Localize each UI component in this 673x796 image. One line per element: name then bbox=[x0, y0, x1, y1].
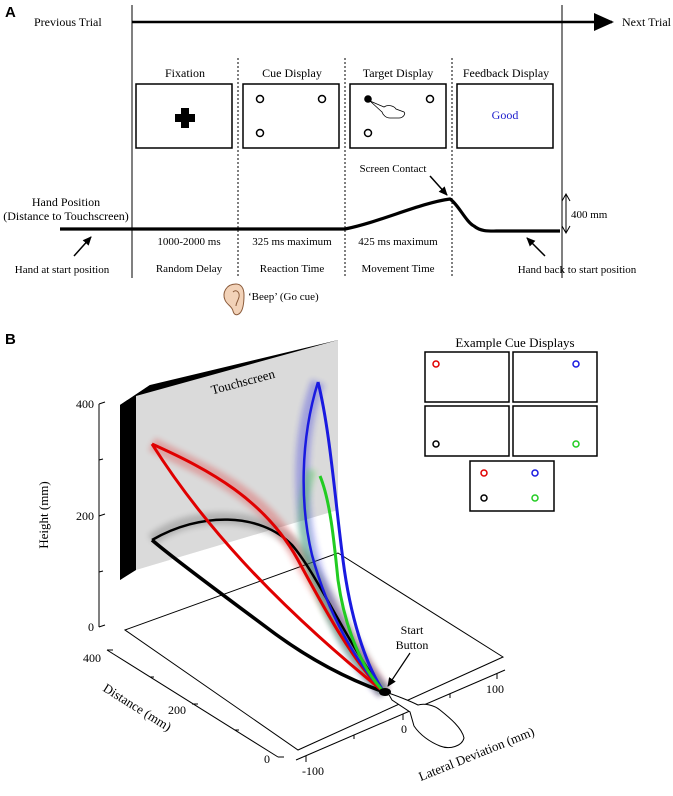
pointing-hand-icon bbox=[369, 100, 406, 119]
mean-trajectories bbox=[150, 381, 386, 694]
lateral-axis bbox=[295, 669, 506, 761]
trajectory-black bbox=[151, 518, 386, 693]
start-button-label: Start bbox=[401, 623, 424, 637]
panel-b-label: B bbox=[5, 331, 16, 348]
timeline-arrowhead-icon bbox=[594, 13, 614, 31]
pointing-hand-icon bbox=[386, 692, 465, 749]
cue-red-icon bbox=[480, 469, 488, 477]
ear-icon bbox=[223, 283, 245, 316]
cue-circle-icon bbox=[255, 94, 265, 104]
hand-position-label: Hand Position bbox=[32, 195, 100, 209]
floor-plane bbox=[123, 552, 505, 751]
trajectory-blue-path bbox=[302, 381, 385, 693]
cue-black-icon bbox=[432, 440, 440, 448]
cue-circle-icon bbox=[425, 94, 435, 104]
hand-position-sublabel: (Distance to Touchscreen) bbox=[3, 209, 129, 223]
panel-a-label: A bbox=[5, 4, 16, 21]
height-tick: 200 bbox=[76, 509, 94, 523]
hand-start-arrow bbox=[73, 236, 92, 257]
trajectory-green bbox=[318, 475, 386, 694]
hand-start-label: Hand at start position bbox=[15, 264, 110, 276]
cue-circle-icon bbox=[317, 94, 327, 104]
ear-inner-icon bbox=[232, 290, 240, 307]
panel-b: B 400 200 0 Height (mm) 400 200 0 Distan… bbox=[5, 331, 598, 784]
start-button-arrow bbox=[387, 652, 411, 687]
hand-back-label: Hand back to start position bbox=[518, 264, 637, 276]
screen-contact-label: Screen Contact bbox=[360, 163, 427, 175]
cue-circle-icon bbox=[255, 128, 265, 138]
distance-tick: 0 bbox=[264, 752, 270, 766]
feedback-display bbox=[456, 83, 554, 149]
hand-back-arrow bbox=[526, 237, 546, 257]
touchscreen-frame bbox=[120, 396, 136, 580]
lateral-tick: 100 bbox=[486, 682, 504, 696]
phase-title-fixation: Fixation bbox=[165, 66, 205, 80]
trajectory-red-ground bbox=[150, 443, 385, 694]
phase-title-target: Target Display bbox=[363, 66, 434, 80]
next-trial-label: Next Trial bbox=[622, 15, 672, 29]
cue-circle-icon bbox=[363, 128, 373, 138]
height-tick: 400 bbox=[76, 397, 94, 411]
trajectory-red bbox=[151, 442, 386, 694]
trajectory-blue bbox=[316, 381, 386, 693]
fixation-cross-icon bbox=[175, 108, 195, 128]
target-dot-icon bbox=[364, 95, 372, 103]
scale-arrow-up-icon bbox=[561, 192, 571, 202]
height-axis-label: Height (mm) bbox=[36, 481, 51, 549]
example-cue-displays bbox=[424, 351, 598, 512]
beep-label: ‘Beep’ (Go cue) bbox=[248, 291, 319, 303]
cue-green-icon bbox=[572, 440, 580, 448]
touchscreen-panel bbox=[136, 340, 338, 570]
duration-cue: 325 ms maximum bbox=[252, 236, 332, 248]
feedback-good-text: Good bbox=[492, 108, 519, 122]
previous-trial-label: Previous Trial bbox=[34, 15, 102, 29]
scale-label: 400 mm bbox=[571, 209, 608, 221]
duration-target: 425 ms maximum bbox=[358, 236, 438, 248]
phase-title-feedback: Feedback Display bbox=[463, 66, 549, 80]
distance-tick: 200 bbox=[168, 703, 186, 717]
phase-title-cue: Cue Display bbox=[262, 66, 322, 80]
lateral-tick: 0 bbox=[401, 722, 407, 736]
height-tick: 0 bbox=[88, 620, 94, 634]
duration-fixation: 1000-2000 ms bbox=[157, 236, 220, 248]
description-target: Movement Time bbox=[361, 263, 434, 275]
cue-green-icon bbox=[531, 494, 539, 502]
cue-blue-icon bbox=[531, 469, 539, 477]
cue-red-icon bbox=[432, 360, 440, 368]
description-cue: Reaction Time bbox=[260, 263, 325, 275]
trajectory-black-ground bbox=[150, 538, 385, 694]
example-cue-title: Example Cue Displays bbox=[455, 335, 574, 350]
lateral-tick: -100 bbox=[302, 764, 324, 778]
cue-blue-icon bbox=[572, 360, 580, 368]
start-button-label: Button bbox=[396, 638, 429, 652]
cue-black-icon bbox=[480, 494, 488, 502]
hand-position-trace bbox=[60, 197, 560, 233]
screen-contact-arrow bbox=[429, 175, 448, 196]
distance-tick: 400 bbox=[83, 651, 101, 665]
description-fixation: Random Delay bbox=[156, 263, 223, 275]
scale-arrow-down-icon bbox=[561, 225, 571, 235]
cue-display bbox=[242, 83, 340, 149]
distance-axis-label: Distance (mm) bbox=[100, 680, 174, 734]
panel-a: A Previous Trial Next Trial Fixation Cue… bbox=[3, 4, 672, 316]
